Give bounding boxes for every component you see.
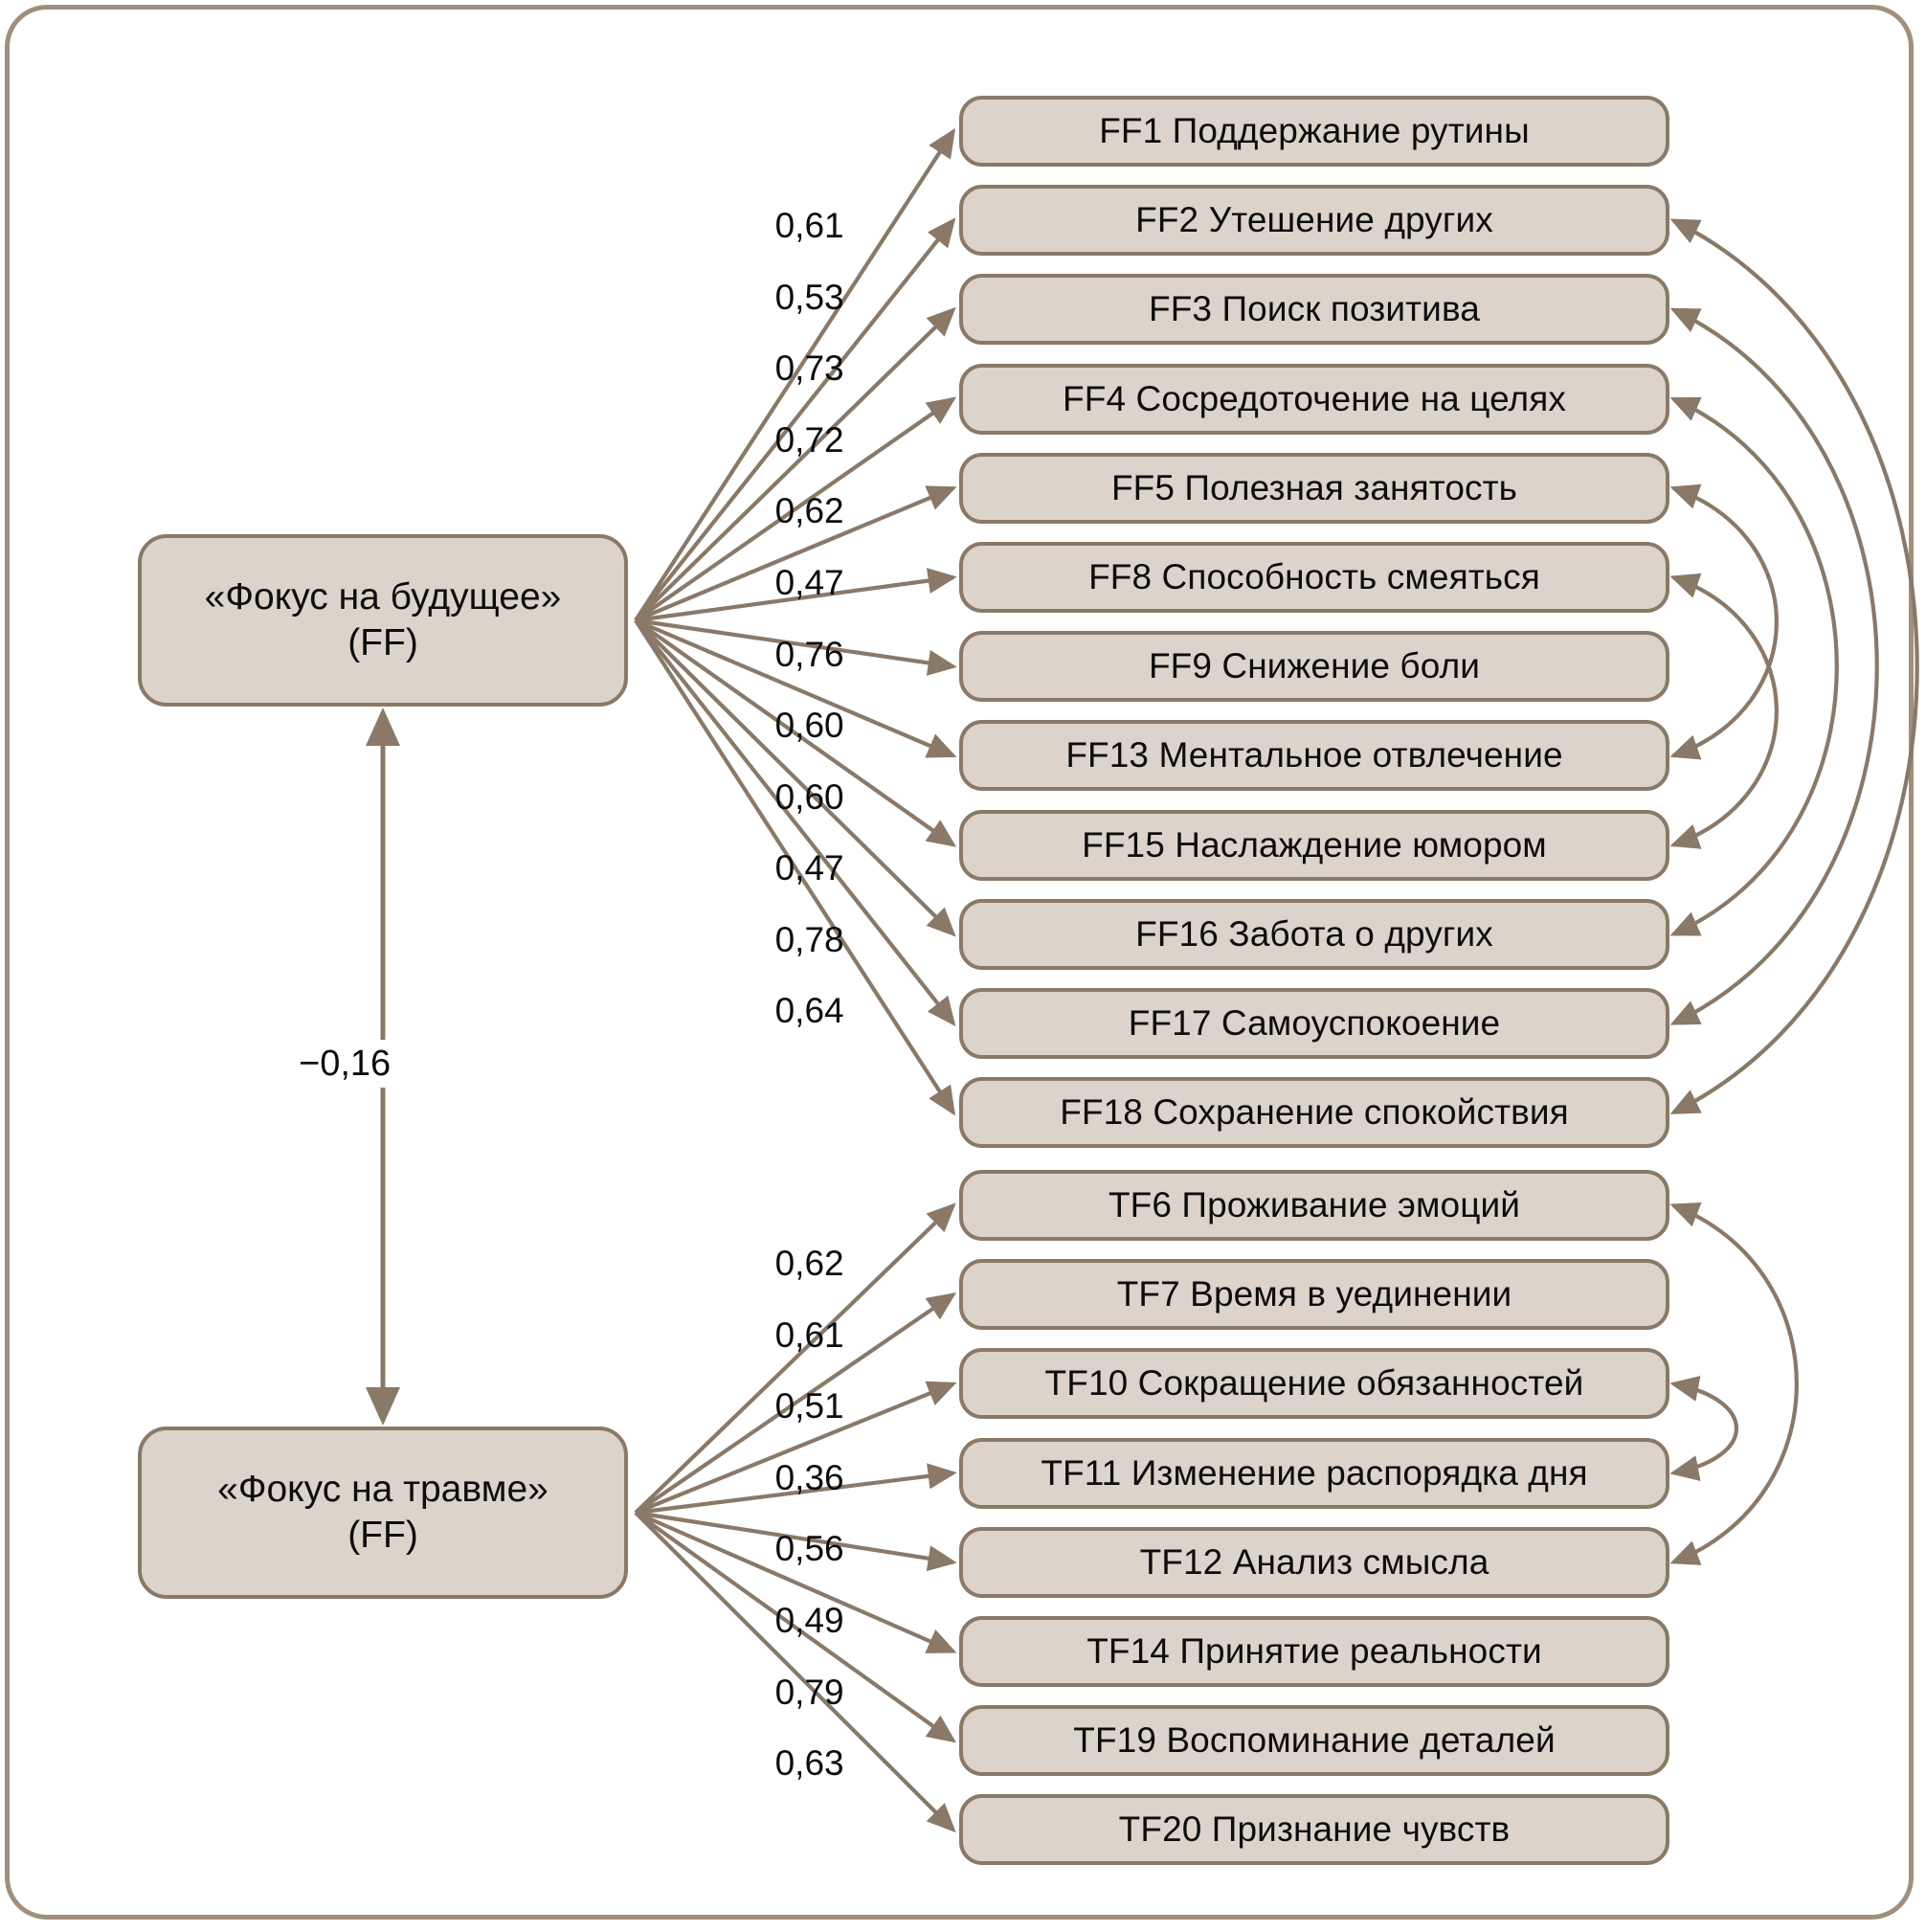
indicator-ff2[interactable]: FF2 Утешение других xyxy=(959,185,1669,257)
latent-ff-line1: «Фокус на будущее» xyxy=(204,576,562,618)
indicator-label: FF17 Самоуспокоение xyxy=(1128,1003,1501,1043)
indicator-ff13[interactable]: FF13 Ментальное отвлечение xyxy=(959,720,1669,792)
loading-label-ff15: 0,60 xyxy=(774,776,844,817)
indicator-ff4[interactable]: FF4 Сосредоточение на целях xyxy=(959,363,1669,435)
indicator-ff17[interactable]: FF17 Самоуспокоение xyxy=(959,988,1669,1059)
loading-label-ff2: 0,53 xyxy=(774,277,844,317)
indicator-ff5[interactable]: FF5 Полезная занятость xyxy=(959,452,1669,524)
indicator-tf6[interactable]: TF6 Проживание эмоций xyxy=(959,1170,1669,1241)
indicator-label: FF5 Полезная занятость xyxy=(1110,467,1518,507)
loading-label-ff3: 0,73 xyxy=(774,348,844,389)
indicator-label: FF2 Утешение других xyxy=(1135,200,1493,240)
loading-label-tf19: 0,79 xyxy=(774,1672,844,1712)
loading-label-ff18: 0,64 xyxy=(774,991,844,1031)
indicator-label: FF4 Сосредоточение на целях xyxy=(1063,378,1566,418)
loading-label-tf11: 0,36 xyxy=(774,1457,844,1497)
loading-label-ff17: 0,78 xyxy=(774,919,844,959)
indicator-label: FF3 Поиск позитива xyxy=(1149,289,1480,329)
indicator-label: TF10 Сокращение обязанностей xyxy=(1044,1363,1584,1404)
indicator-tf20[interactable]: TF20 Признание чувств xyxy=(959,1794,1669,1866)
latent-tf-line2: (FF) xyxy=(347,1515,418,1556)
factor-correlation-label: −0,16 xyxy=(289,1040,401,1088)
indicator-label: TF7 Время в уединении xyxy=(1116,1274,1512,1314)
indicator-label: FF15 Наслаждение юмором xyxy=(1082,824,1547,865)
indicator-label: FF1 Поддержание рутины xyxy=(1099,111,1530,150)
indicator-label: FF18 Сохранение спокойствия xyxy=(1060,1092,1569,1133)
indicator-ff1[interactable]: FF1 Поддержание рутины xyxy=(959,96,1669,167)
loading-label-ff13: 0,60 xyxy=(774,706,844,746)
latent-tf-line1: «Фокус на травме» xyxy=(217,1469,549,1511)
indicator-ff8[interactable]: FF8 Способность смеяться xyxy=(959,542,1669,613)
indicator-label: TF6 Проживание эмоций xyxy=(1108,1185,1521,1224)
indicator-label: TF12 Анализ смысла xyxy=(1139,1541,1489,1582)
loading-label-tf10: 0,51 xyxy=(774,1386,844,1427)
loading-label-tf14: 0,49 xyxy=(774,1601,844,1640)
indicator-ff16[interactable]: FF16 Забота о других xyxy=(959,898,1669,970)
loading-label-ff9: 0,76 xyxy=(774,634,844,674)
latent-factor-tf[interactable]: «Фокус на травме» (FF) xyxy=(138,1427,628,1599)
loading-label-tf6: 0,62 xyxy=(774,1244,844,1284)
indicator-label: TF20 Признание чувств xyxy=(1118,1809,1511,1850)
indicator-tf10[interactable]: TF10 Сокращение обязанностей xyxy=(959,1348,1669,1420)
loading-label-ff8: 0,47 xyxy=(774,563,844,602)
indicator-tf19[interactable]: TF19 Воспоминание деталей xyxy=(959,1705,1669,1777)
indicator-tf11[interactable]: TF11 Изменение распорядка дня xyxy=(959,1437,1669,1509)
loading-label-ff1: 0,61 xyxy=(774,206,844,246)
indicator-label: TF11 Изменение распорядка дня xyxy=(1041,1452,1588,1493)
indicator-label: TF14 Принятие реальности xyxy=(1086,1631,1542,1671)
latent-ff-line2: (FF) xyxy=(347,622,418,663)
indicator-tf14[interactable]: TF14 Принятие реальности xyxy=(959,1616,1669,1687)
loading-label-ff16: 0,47 xyxy=(774,848,844,888)
loading-label-ff4: 0,72 xyxy=(774,419,844,460)
loading-label-tf20: 0,63 xyxy=(774,1743,844,1784)
indicator-label: TF19 Воспоминание деталей xyxy=(1073,1720,1556,1761)
indicator-ff15[interactable]: FF15 Наслаждение юмором xyxy=(959,809,1669,881)
indicator-ff9[interactable]: FF9 Снижение боли xyxy=(959,631,1669,703)
indicator-label: FF16 Забота о других xyxy=(1135,913,1493,954)
indicator-ff18[interactable]: FF18 Сохранение спокойствия xyxy=(959,1077,1669,1149)
indicator-label: FF8 Способность смеяться xyxy=(1088,557,1540,596)
indicator-tf12[interactable]: TF12 Анализ смысла xyxy=(959,1526,1669,1598)
loading-label-tf7: 0,61 xyxy=(774,1314,844,1355)
indicator-label: FF13 Ментальное отвлечение xyxy=(1065,735,1563,775)
loading-label-tf12: 0,56 xyxy=(774,1529,844,1569)
latent-factor-ff[interactable]: «Фокус на будущее» (FF) xyxy=(138,534,628,707)
indicator-label: FF9 Снижение боли xyxy=(1148,646,1481,686)
loading-label-ff5: 0,62 xyxy=(774,491,844,531)
indicator-ff3[interactable]: FF3 Поиск позитива xyxy=(959,274,1669,346)
indicator-tf7[interactable]: TF7 Время в уединении xyxy=(959,1259,1669,1331)
